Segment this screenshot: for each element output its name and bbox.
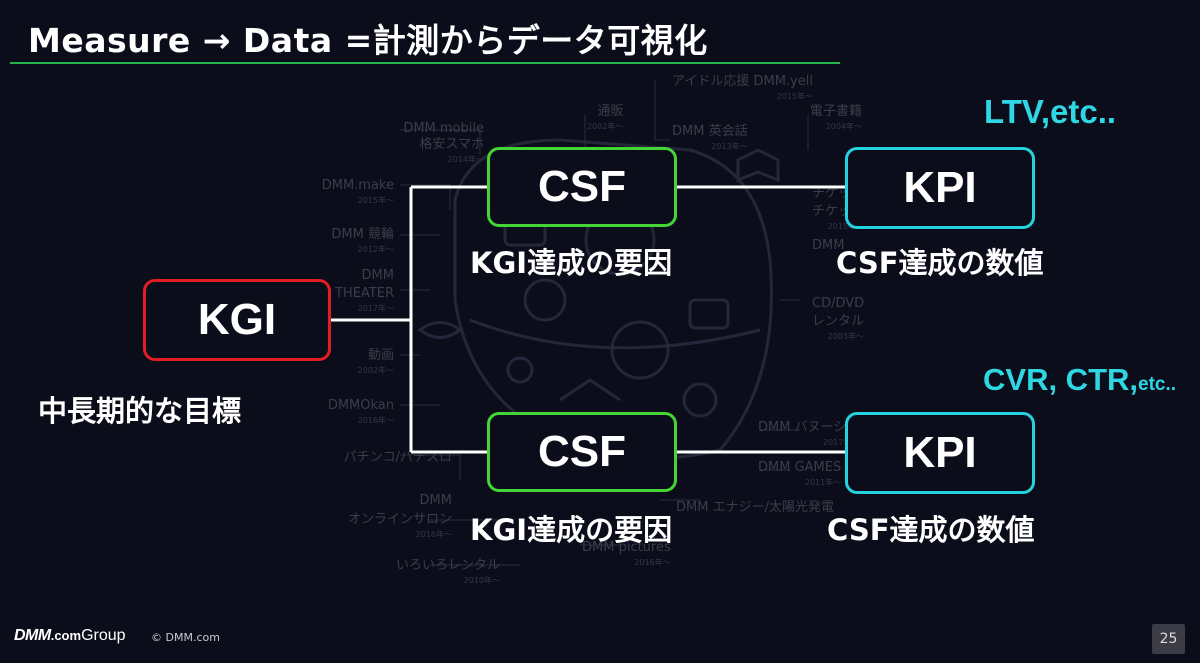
kpi-note-main: CVR, CTR, (983, 362, 1138, 397)
csf-label: CSF (538, 162, 626, 212)
kgi-box: KGI (143, 279, 331, 361)
copyright: © DMM.com (151, 631, 220, 644)
csf-box-bottom: CSF (487, 412, 677, 492)
kpi-box-bottom: KPI (845, 412, 1035, 494)
dmm-group-logo: DMM.comGroup (14, 627, 126, 645)
csf-box-top: CSF (487, 147, 677, 227)
logo-group: Group (81, 627, 125, 644)
kpi-label: KPI (903, 428, 976, 478)
kpi-caption-bottom: CSF達成の数値 (827, 507, 1035, 549)
kpi-box-top: KPI (845, 147, 1035, 229)
kpi-note-small: etc.. (1138, 374, 1176, 395)
page-number: 25 (1152, 624, 1185, 654)
kpi-label: KPI (903, 163, 976, 213)
logo-dmm: DMM (14, 627, 51, 644)
kpi-caption-top: CSF達成の数値 (836, 240, 1044, 282)
csf-caption-bottom: KGI達成の要因 (470, 507, 672, 549)
kgi-label: KGI (198, 295, 276, 345)
kpi-note-bottom: CVR, CTR,etc.. (983, 362, 1176, 398)
kpi-note-top: LTV,etc.. (984, 93, 1116, 131)
kgi-caption: 中長期的な目標 (38, 388, 241, 430)
csf-label: CSF (538, 427, 626, 477)
logo-com: .com (51, 628, 81, 643)
csf-caption-top: KGI達成の要因 (470, 240, 672, 282)
